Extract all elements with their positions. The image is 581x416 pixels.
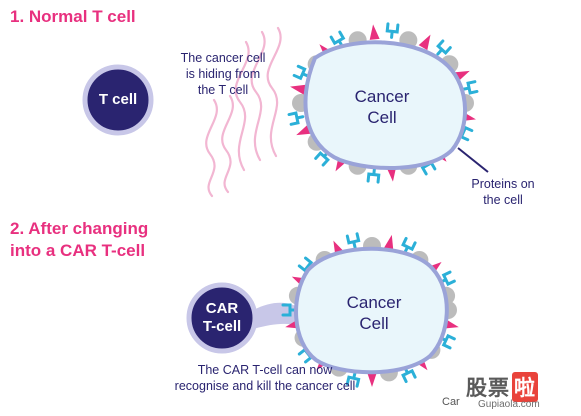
car-label-line: CAR <box>205 300 239 317</box>
watermark-glyph: 啦 <box>512 372 538 402</box>
cancer-label-line: Cell <box>367 108 397 127</box>
cancer-label-line: Cancer <box>346 293 402 312</box>
car-caption-line: The CAR T-cell can now <box>197 363 333 377</box>
proteins-label-line: the cell <box>483 193 523 207</box>
receptor-icon <box>366 167 381 184</box>
section-1-title: 1. Normal T cell <box>10 7 136 26</box>
section-2-title-line: into a CAR T-cell <box>10 241 146 260</box>
t-cell-label: T cell <box>98 91 138 108</box>
protein-triangle <box>383 234 394 251</box>
section-2-title-line: 2. After changing <box>10 219 149 238</box>
receptor-icon <box>436 39 452 56</box>
car-caption-line: recognise and kill the cancer cell <box>174 379 356 393</box>
hiding-caption-line: is hiding from <box>185 67 261 81</box>
hiding-waves <box>205 26 282 198</box>
protein-triangle <box>418 34 431 51</box>
cancer-cell-1 <box>303 40 467 171</box>
watermark-partial-text: Car <box>442 396 460 408</box>
section-2-title: 2. After changing into a CAR T-cell <box>10 218 148 262</box>
cancer-label-line: Cell <box>359 314 389 333</box>
cancer-label-line: Cancer <box>354 87 410 106</box>
receptor-icon <box>345 232 361 250</box>
receptor-icon <box>461 80 479 95</box>
hiding-caption-line: the T cell <box>197 83 249 97</box>
cancer-cell-1-label: Cancer Cell <box>342 86 422 128</box>
car-label-line: T-cell <box>202 318 242 335</box>
proteins-label-line: Proteins on <box>471 177 535 191</box>
watermark-logo: 股票啦 <box>466 372 538 402</box>
cancer-cell-2 <box>294 246 449 375</box>
watermark-glyph: 股 <box>466 377 488 400</box>
proteins-label: Proteins on the cell <box>448 176 558 208</box>
protein-triangle <box>369 24 380 40</box>
proteins-pointer <box>457 147 489 173</box>
cancer-cell-2-label: Cancer Cell <box>334 292 414 334</box>
receptor-icon <box>287 111 305 126</box>
hiding-caption: The cancer cell is hiding from the T cel… <box>158 50 288 98</box>
protein-triangle <box>290 84 306 95</box>
watermark-url: Gupiaola.com <box>478 399 540 410</box>
car-t-cell-label: CAR T-cell <box>190 300 254 336</box>
car-t-cell <box>186 282 258 354</box>
t-cell <box>82 64 154 136</box>
receptor-icon <box>385 22 400 39</box>
watermark-glyph: 票 <box>488 377 510 400</box>
protein-triangle <box>367 372 377 387</box>
hiding-caption-line: The cancer cell <box>180 51 266 65</box>
car-caption: The CAR T-cell can now recognise and kil… <box>150 362 380 394</box>
